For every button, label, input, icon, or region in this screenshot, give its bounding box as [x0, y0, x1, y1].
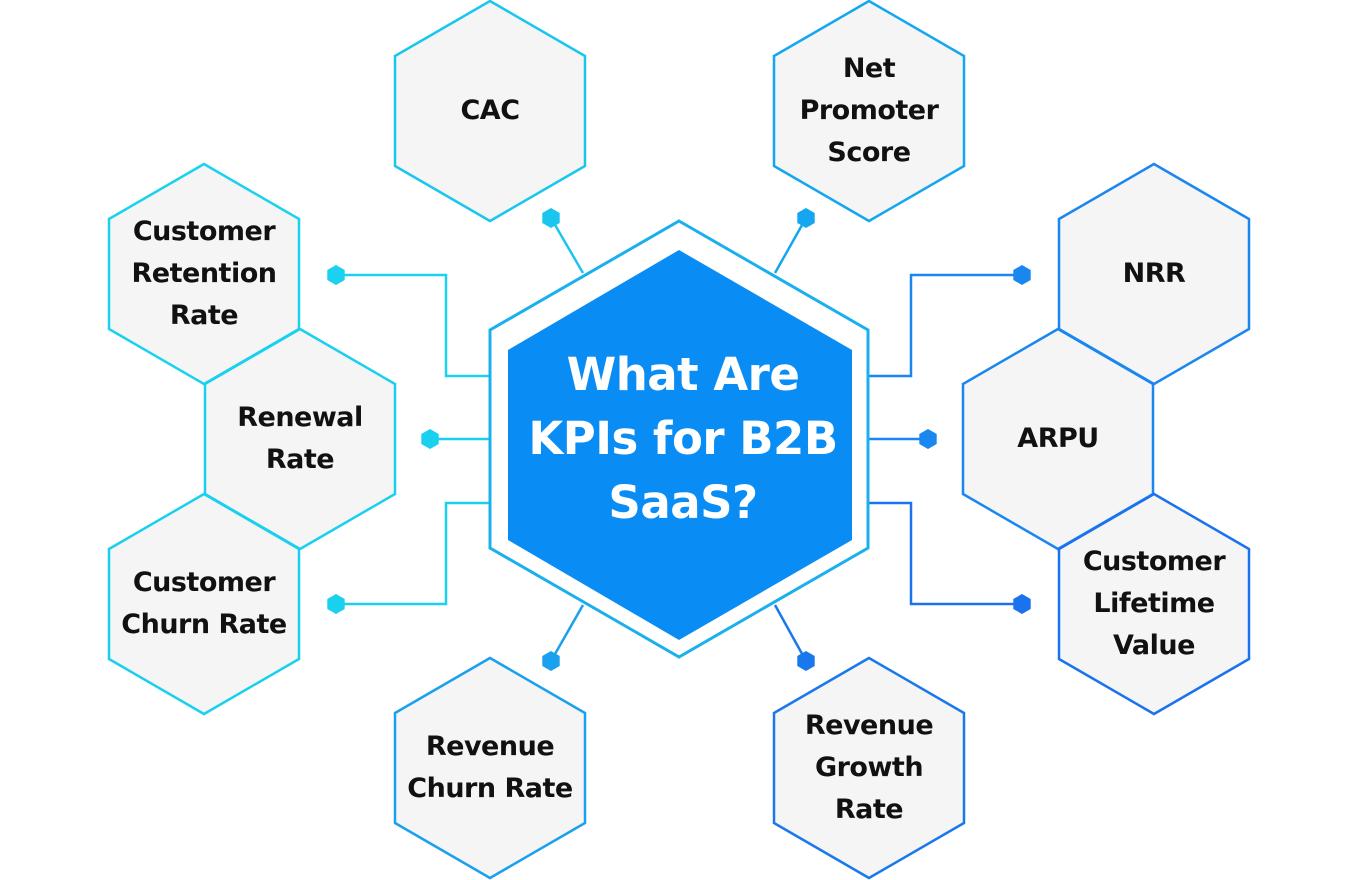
net-promoter-score-connector-dot — [797, 208, 815, 228]
center-hexagon — [508, 250, 852, 640]
nrr-connector — [868, 273, 1022, 378]
customer-lifetime-value-hexagon — [1057, 492, 1251, 716]
customer-churn-rate-label: Customer Churn Rate — [121, 567, 287, 640]
customer-churn-rate-connector-dot — [327, 594, 345, 614]
net-promoter-score-hexagon — [772, 0, 966, 223]
revenue-growth-rate-label: Revenue Growth Rate — [804, 710, 934, 825]
revenue-churn-rate-hexagon — [393, 656, 587, 880]
revenue-churn-rate-label: Revenue Churn Rate — [407, 731, 573, 804]
customer-lifetime-value-label: Customer Lifetime Value — [1082, 546, 1226, 661]
revenue-churn-rate-connector — [549, 604, 585, 662]
customer-retention-rate-connector-dot — [327, 265, 345, 285]
cac-label: CAC — [460, 95, 520, 126]
renewal-rate-connector-dot — [421, 429, 439, 449]
customer-lifetime-value-connector — [868, 501, 1022, 606]
customer-churn-rate-connector — [336, 501, 490, 606]
cac-hexagon — [393, 0, 587, 223]
arpu-connector-dot — [919, 429, 937, 449]
customer-retention-rate-connector — [336, 273, 490, 378]
renewal-rate-label: Renewal Rate — [237, 402, 363, 475]
center-title: What Are KPIs for B2B SaaS? — [528, 348, 838, 529]
kpi-hexagons — [107, 0, 1251, 880]
revenue-growth-rate-connector — [773, 604, 808, 662]
nrr-connector-dot — [1013, 265, 1031, 285]
arpu-label: ARPU — [1017, 423, 1099, 454]
customer-retention-rate-label: Customer Retention Rate — [131, 216, 277, 331]
cac-connector — [549, 217, 585, 274]
customer-churn-rate-hexagon — [107, 492, 301, 716]
nrr-label: NRR — [1122, 258, 1186, 289]
net-promoter-score-connector — [773, 217, 808, 274]
revenue-churn-rate-connector-dot — [542, 651, 560, 671]
net-promoter-score-label: Net Promoter Score — [799, 53, 939, 168]
revenue-growth-rate-connector-dot — [797, 651, 815, 671]
connectors — [327, 208, 1031, 671]
cac-connector-dot — [542, 208, 560, 228]
customer-lifetime-value-connector-dot — [1013, 594, 1031, 614]
revenue-growth-rate-hexagon — [772, 656, 966, 880]
